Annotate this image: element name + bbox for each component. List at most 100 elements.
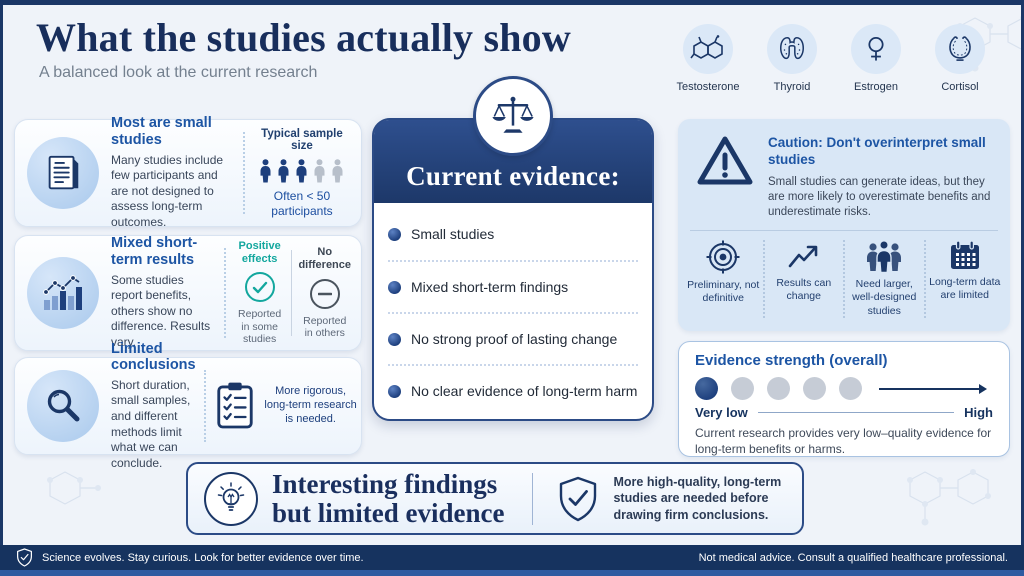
- list-item: No clear evidence of long-term harm: [388, 364, 638, 416]
- page-subtitle: A balanced look at the current research: [39, 64, 318, 81]
- footer-right-text: Not medical advice. Consult a qualified …: [698, 551, 1008, 564]
- female-symbol-icon: [851, 24, 901, 74]
- adrenal-gland-icon: [935, 24, 985, 74]
- positive-effects-column: Positive effects Reported in some studie…: [234, 240, 286, 346]
- hormone-icon-row: Testosterone Thyroid Estrogen: [666, 24, 1002, 93]
- lightbulb-icon: [204, 471, 258, 526]
- frame-border-top: [0, 0, 1024, 5]
- panel-mixed-results: Mixed short-term results Some studies re…: [14, 235, 362, 351]
- panel-small-studies: Most are small studies Many studies incl…: [14, 115, 362, 229]
- person-icon: [296, 159, 307, 183]
- bullet-icon: [388, 384, 401, 398]
- panel-body: Some studies report benefits, others sho…: [111, 272, 211, 350]
- panel-heading: Most are small studies: [111, 115, 212, 149]
- person-icon: [332, 159, 343, 183]
- list-item-label: No clear evidence of long-term harm: [411, 383, 638, 399]
- hormone-thyroid: Thyroid: [750, 24, 834, 93]
- bullet-icon: [388, 227, 401, 241]
- strength-dot: [839, 377, 862, 400]
- testosterone-molecule-icon: [683, 24, 733, 74]
- bullet-icon: [388, 332, 401, 346]
- no-difference-caption: Reported in others: [303, 314, 347, 340]
- hormone-cortisol: Cortisol: [918, 24, 1002, 93]
- list-item-label: Small studies: [411, 226, 495, 242]
- panel-heading: Mixed short-term results: [111, 235, 198, 269]
- caution-point: Long-term data are limited: [923, 240, 1005, 318]
- positive-effects-title: Positive effects: [238, 239, 281, 265]
- current-evidence-panel: Current evidence: Small studies Mixed sh…: [372, 76, 654, 421]
- dotted-divider: [203, 370, 206, 442]
- caution-point-label: Long-term data are limited: [929, 276, 1001, 302]
- dotted-divider: [223, 248, 226, 338]
- strength-dot: [695, 377, 718, 400]
- panel-aside-note: More rigorous, long-term research is nee…: [264, 385, 357, 425]
- caution-point-row: Preliminary, not definitive Results can …: [678, 231, 1010, 318]
- strength-dot: [767, 377, 790, 400]
- trend-up-icon: [768, 242, 841, 272]
- evidence-strength-dots: [695, 377, 993, 400]
- target-icon: [687, 240, 760, 274]
- evidence-strength-panel: Evidence strength (overall) Very low Hig…: [678, 341, 1010, 457]
- caution-panel: Caution: Don't overinterpret small studi…: [678, 119, 1010, 331]
- divider: [291, 250, 293, 336]
- banner-title-line1: Interesting findings: [272, 468, 498, 499]
- clipboard-checklist-icon: [214, 381, 256, 431]
- frame-border-left: [0, 0, 3, 576]
- shield-check-icon: [557, 476, 599, 522]
- footer-bar: Science evolves. Stay curious. Look for …: [0, 545, 1024, 570]
- sample-size-caption: Often < 50 participants: [271, 189, 333, 218]
- banner-title-line2: but limited evidence: [272, 497, 505, 528]
- caution-body: Small studies can generate ideas, but th…: [768, 175, 991, 219]
- list-item: No strong proof of lasting change: [388, 312, 638, 364]
- panel-body: Short duration, small samples, and diffe…: [111, 377, 191, 470]
- minus-circle-icon: [309, 278, 340, 309]
- footer-left-text: Science evolves. Stay curious. Look for …: [42, 551, 364, 564]
- strength-dot: [731, 377, 754, 400]
- hormone-label: Estrogen: [853, 81, 899, 93]
- bullet-icon: [388, 280, 401, 294]
- hormone-testosterone: Testosterone: [666, 24, 750, 93]
- document-icon: [27, 137, 99, 209]
- caution-point: Need larger, well-designed studies: [843, 240, 924, 318]
- divider: [690, 230, 998, 232]
- evidence-strength-heading: Evidence strength (overall): [695, 352, 888, 369]
- warning-triangle-icon: [696, 135, 754, 187]
- scale-high-label: High: [964, 405, 993, 420]
- shield-check-icon: [16, 548, 33, 567]
- no-difference-column: No difference Reported in others: [298, 246, 351, 339]
- banner-note: More high-quality, long-term studies are…: [613, 475, 782, 522]
- frame-border-right: [1021, 0, 1024, 576]
- caution-point-label: Results can change: [776, 277, 832, 303]
- calendar-icon: [929, 240, 1002, 271]
- people-group-icon: [848, 240, 921, 274]
- panel-body: Many studies include few participants an…: [111, 152, 224, 230]
- dotted-divider: [242, 132, 245, 214]
- hormone-estrogen: Estrogen: [834, 24, 918, 93]
- scale-line: [757, 412, 955, 413]
- person-icon: [260, 159, 271, 183]
- panel-limited-conclusions: Limited conclusions Short duration, smal…: [14, 341, 362, 470]
- hormone-label: Testosterone: [676, 81, 740, 93]
- evidence-strength-body: Current research provides very low–quali…: [695, 426, 992, 456]
- current-evidence-title: Current evidence:: [406, 161, 620, 191]
- conclusion-banner: Interesting findings but limited evidenc…: [186, 462, 804, 535]
- scale-low-label: Very low: [695, 405, 748, 420]
- list-item: Small studies: [388, 208, 638, 260]
- caution-point-label: Preliminary, not definitive: [687, 279, 760, 305]
- divider: [532, 472, 534, 525]
- person-icon: [278, 159, 289, 183]
- scales-icon: [473, 76, 553, 156]
- sample-size-title: Typical sample size: [261, 128, 343, 153]
- list-item-label: No strong proof of lasting change: [411, 331, 618, 347]
- arrow-right-icon: [879, 383, 987, 394]
- sample-size-figures: [253, 159, 351, 183]
- footer-accent-strip: [0, 570, 1024, 576]
- caution-point-label: Need larger, well-designed studies: [852, 278, 917, 317]
- hormone-label: Cortisol: [941, 81, 979, 93]
- banner-title: Interesting findings but limited evidenc…: [272, 470, 504, 527]
- thyroid-gland-icon: [767, 24, 817, 74]
- panel-heading: Limited conclusions: [111, 340, 196, 374]
- bar-chart-icon: [27, 257, 99, 329]
- list-item: Mixed short-term findings: [388, 260, 638, 312]
